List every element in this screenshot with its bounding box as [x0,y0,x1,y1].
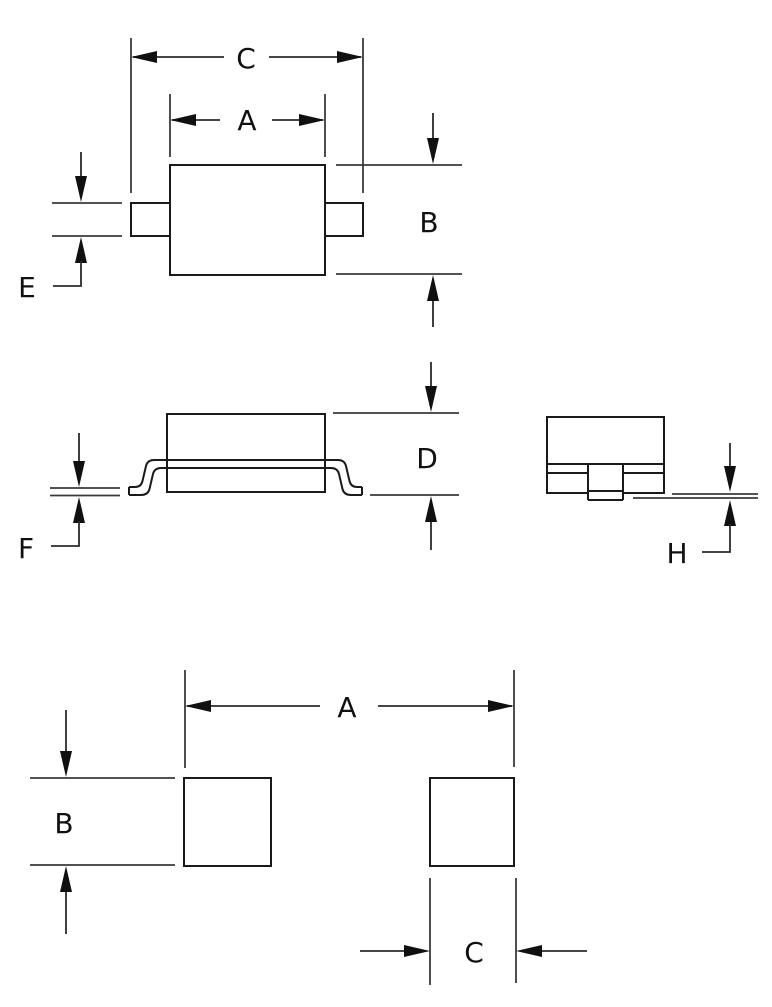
dim-b-label: B [419,206,438,239]
dim-e-label: E [18,271,36,304]
side-view-lead-upper-edge [129,459,362,488]
dim-a-arrowhead-right [299,114,325,126]
land-pattern: A B C [30,670,587,985]
dimension-a-land: A [184,670,515,768]
top-view-body-outline [169,164,326,276]
dimension-b-top: B [336,113,462,327]
dimension-e-top: E [18,152,122,304]
dim-c-arrowhead-left [131,51,157,63]
dim-a-arrowhead-left [170,114,196,126]
dimension-h-end: H [666,443,736,570]
dim-h-label: H [666,537,687,570]
dim-f-label: F [18,532,34,565]
dim-h-leader [702,524,731,553]
dim-f-arrowhead-down [73,461,85,487]
land-dim-c-arrowhead-right-pointing [404,945,430,957]
land-dim-b-label: B [54,807,73,840]
dim-c-arrowhead-right [337,51,363,63]
dimension-b-land: B [30,710,175,934]
dim-d-label: D [416,442,438,475]
top-view-left-lead [130,202,171,237]
land-dim-b-arrowhead-down [60,751,72,777]
land-dim-b-arrowhead-up [60,866,72,892]
end-view: H [546,416,758,570]
dim-h-arrowhead-down [724,466,736,492]
side-view-body-outline [166,413,326,493]
dimension-c-top: C [130,38,364,193]
land-dim-c-arrowhead-left-pointing [516,945,542,957]
land-dim-a-arrowhead-right [488,700,514,712]
dimension-f-side: F [18,433,120,565]
land-dim-a-label: A [337,691,356,724]
top-view-right-lead [324,202,364,237]
dim-e-leader [53,261,82,287]
dimension-d-side: D [333,362,459,550]
dimension-a-top: A [169,94,326,157]
dim-d-arrowhead-down [425,386,437,412]
land-pattern-right-pad [429,777,515,867]
dim-h-arrowhead-up [724,500,736,526]
side-view: D F [18,362,459,565]
top-view: C A B E [18,38,462,327]
dim-f-leader [51,521,80,547]
dim-d-arrowhead-up [425,496,437,522]
dim-e-arrowhead-up [75,237,87,263]
dimension-c-land: C [360,878,587,985]
land-dim-a-arrowhead-left [185,700,211,712]
dim-f-arrowhead-up [73,497,85,523]
dim-b-arrowhead-up [427,275,439,301]
dim-e-arrowhead-down [75,176,87,202]
land-pattern-left-pad [183,777,272,867]
side-view-lead-lower-edge [129,467,362,496]
dim-a-label: A [237,104,256,137]
land-dim-c-label: C [464,936,484,969]
dim-c-label: C [236,42,256,75]
dim-b-arrowhead-down [427,138,439,164]
